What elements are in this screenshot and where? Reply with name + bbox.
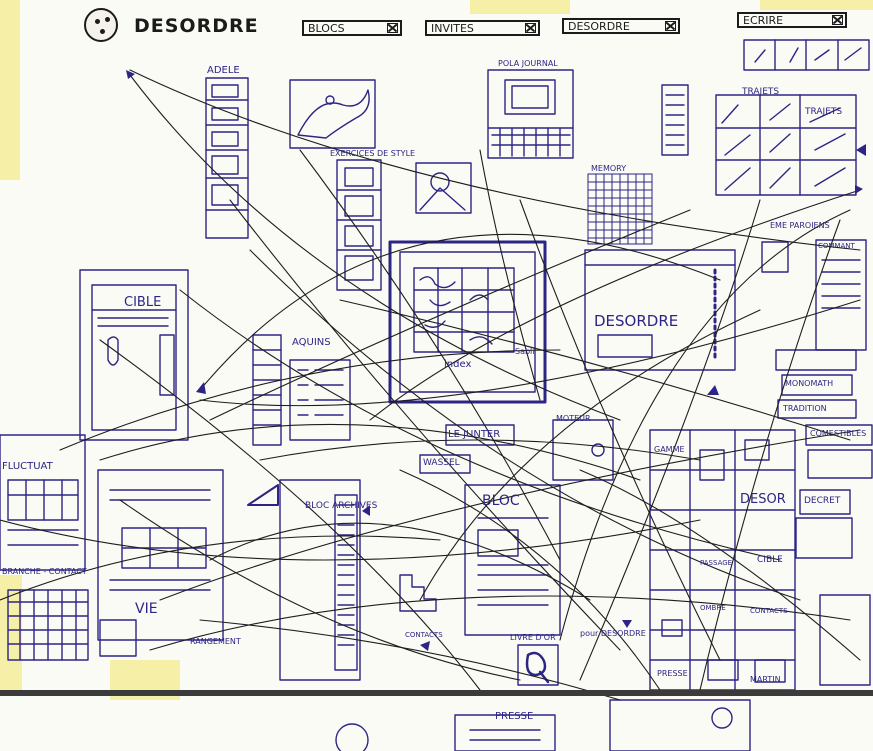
label-contacts: CONTACTS [405, 632, 443, 639]
label-fluctuat: FLUCTUAT [2, 462, 53, 472]
nav-label-desordre: DESORDRE [568, 20, 630, 33]
label-bloc: BLOC [482, 494, 520, 508]
right-stack [762, 240, 872, 685]
nav-button-invites[interactable]: INVITES [425, 20, 540, 36]
label-desor: DESOR [740, 493, 786, 506]
label-index: index [444, 360, 471, 370]
label-cible2: CIBLE [757, 556, 783, 565]
header-thumb-row [744, 40, 869, 70]
label-comestibles: COMESTIBLES [810, 430, 866, 438]
label-eme-paroiens: EME PAROIENS [770, 222, 830, 230]
label-le-junter: LE JUNTER [448, 430, 500, 440]
label-trajets-1: TRAJETS [742, 88, 779, 97]
label-ombre: OMBRE [700, 605, 726, 612]
label-decret: DECRET [804, 497, 840, 506]
label-presse-bottom: PRESSE [495, 712, 533, 722]
branche-contact-grid [8, 590, 136, 660]
label-rangement: RANGEMENT [190, 638, 241, 646]
label-memory: MEMORY [591, 165, 626, 173]
creature-box [290, 80, 375, 148]
checkbox-cross-icon [525, 23, 536, 33]
label-livre-dor: LIVRE D'OR [510, 634, 556, 642]
label-gamme: GAMME [654, 446, 685, 454]
adele-strip [206, 78, 248, 238]
label-moteur: MOTEUR [556, 415, 591, 423]
aquins-column [253, 335, 350, 445]
label-bloc-archives: BLOC ARCHIVES [305, 502, 377, 511]
trajets-grid [662, 85, 856, 195]
logo-text[interactable]: DESORDRE [134, 17, 259, 36]
label-monomath: MONOMATH [785, 380, 833, 388]
nav-label-ecrire: ECRIRE [743, 14, 783, 27]
arrow-heads [126, 70, 866, 651]
connection-lines [0, 70, 860, 700]
label-trajets-2: TRAJETS [805, 108, 842, 117]
label-sabli: Sabli [515, 348, 535, 356]
notebook-binding [0, 690, 873, 696]
label-passage: PASSAGE [700, 560, 732, 567]
nav-label-invites: INVITES [431, 22, 474, 35]
label-branche-contact: BRANCHE - CONTACT [2, 568, 87, 576]
nav-button-desordre[interactable]: DESORDRE [562, 18, 680, 34]
memory-grid [588, 174, 652, 244]
pola-journal [488, 70, 573, 158]
nav-button-ecrire[interactable]: ECRIRE [737, 12, 847, 28]
bottom-cluster [336, 645, 750, 751]
label-tradition: TRADITION [783, 405, 827, 413]
label-wassel: WASSEL [423, 459, 460, 468]
label-desordre-center: DESORDRE [594, 314, 678, 329]
label-exercices: EXERCICES DE STYLE [330, 150, 415, 158]
exercices-strip [337, 160, 471, 290]
label-vie: VIE [135, 602, 158, 616]
nav-label-blocs: BLOCS [308, 22, 345, 35]
desordre-page [585, 250, 735, 370]
label-pour-desordre: pour DESORDRE [580, 630, 646, 638]
label-presse-cell: PRESSE [657, 670, 688, 678]
checkbox-cross-icon [665, 21, 676, 31]
label-pola-journal: POLA JOURNAL [498, 60, 558, 68]
fluctuat-page [0, 435, 85, 570]
label-cible: CIBLE [124, 296, 161, 309]
label-martin: MARTIN [750, 676, 781, 684]
label-aquins: AQUINS [292, 338, 331, 348]
logo-icon[interactable] [84, 8, 118, 42]
label-commant: COMMANT [818, 243, 855, 250]
checkbox-cross-icon [387, 23, 398, 33]
label-adele: ADELE [207, 66, 240, 76]
nav-button-blocs[interactable]: BLOCS [302, 20, 402, 36]
checkbox-cross-icon [832, 15, 843, 25]
label-contacts2: CONTACTS [750, 608, 788, 615]
